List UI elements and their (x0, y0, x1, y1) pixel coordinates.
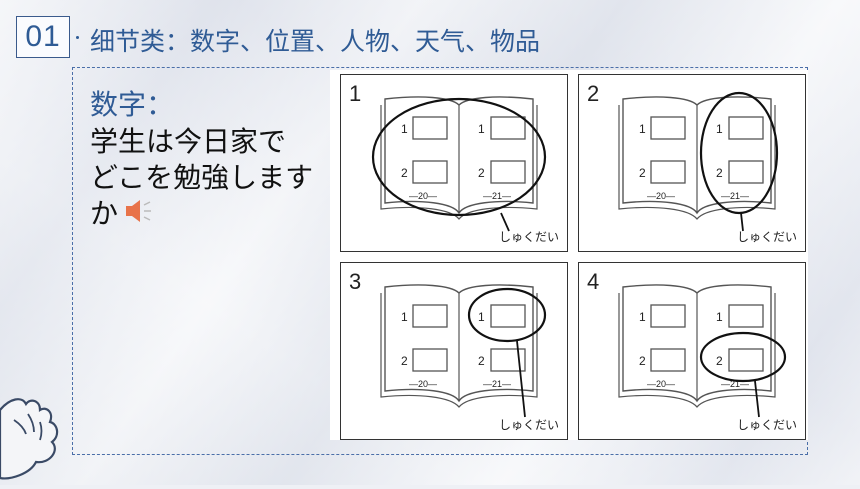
hand-illustration (0, 390, 80, 489)
question-number: 2 (478, 354, 485, 368)
page-number: —20— (409, 379, 437, 389)
question-number: 2 (716, 166, 723, 180)
page-number: —20— (647, 379, 675, 389)
question-box (412, 116, 448, 140)
page-number: —20— (647, 191, 675, 201)
pointer-line (740, 212, 744, 232)
page-number: —21— (483, 379, 511, 389)
option-number: 4 (587, 269, 599, 294)
question-box (650, 348, 686, 372)
subheading: 数字： (90, 88, 175, 121)
question-box (650, 116, 686, 140)
option-number: 3 (349, 269, 361, 294)
question-number: 2 (401, 166, 408, 180)
section-number-box: 01 (16, 16, 70, 58)
question-line-3: か (90, 196, 330, 233)
section-heading: 细节类：数字、位置、人物、天气、物品 (90, 27, 541, 56)
question-number: 2 (639, 354, 646, 368)
option-number: 2 (587, 81, 599, 106)
page-number: —21— (483, 191, 511, 201)
heading-dot (76, 36, 79, 39)
option-number: 1 (349, 81, 361, 106)
homework-label: しゅくだい (737, 418, 797, 432)
question-line-3-text: か (90, 197, 119, 230)
question-number: 2 (639, 166, 646, 180)
answer-circle (467, 287, 547, 343)
answer-option-4[interactable]: 4 1 2 1 2 —20— —21— しゅくだい (578, 262, 806, 440)
book-outline (622, 96, 772, 215)
question-box (412, 304, 448, 328)
page-number: —21— (721, 379, 749, 389)
answer-circle (371, 97, 547, 217)
question-line-2: どこを勉強します (90, 161, 314, 194)
pointer-line (754, 380, 760, 418)
question-box (490, 160, 526, 184)
workbook-drawing: 1 1 2 1 2 —20— —21— しゅくだい (349, 81, 559, 244)
book-outline (384, 284, 534, 403)
book-cover (380, 293, 538, 408)
page-number: —20— (409, 191, 437, 201)
book-outline (622, 284, 772, 403)
question-box (728, 116, 764, 140)
answer-option-3[interactable]: 3 1 2 1 2 —20— —21— しゅくだい (340, 262, 568, 440)
homework-label: しゅくだい (737, 230, 797, 244)
question-box (650, 304, 686, 328)
homework-label: しゅくだい (499, 230, 559, 244)
book-cover (618, 293, 776, 408)
question-number: 1 (478, 310, 485, 324)
question-box (412, 348, 448, 372)
answer-circle (699, 331, 787, 383)
question-line-1: 学生は今日家で (90, 125, 287, 158)
question-block: 数字： 学生は今日家で どこを勉強します か (90, 86, 330, 233)
question-box (728, 348, 764, 372)
question-box (728, 160, 764, 184)
question-number: 1 (639, 310, 646, 324)
question-number: 1 (716, 122, 723, 136)
book-cover (380, 105, 538, 220)
pointer-line (516, 340, 526, 418)
question-number: 2 (478, 166, 485, 180)
question-number: 2 (716, 354, 723, 368)
workbook-drawing: 3 1 2 1 2 —20— —21— しゅくだい (349, 269, 559, 432)
question-number: 2 (401, 354, 408, 368)
homework-label: しゅくだい (499, 418, 559, 432)
answer-option-2[interactable]: 2 1 2 1 2 —20— —21— しゅくだい (578, 74, 806, 252)
book-cover (618, 105, 776, 220)
question-box (650, 160, 686, 184)
question-box (490, 304, 526, 328)
pointer-line (500, 212, 510, 232)
question-box (728, 304, 764, 328)
answer-option-1[interactable]: 1 1 2 1 2 —20— —21— しゅくだい (340, 74, 568, 252)
question-number: 1 (401, 122, 408, 136)
question-box (490, 348, 526, 372)
section-number: 01 (25, 20, 61, 53)
speaker-icon[interactable] (124, 197, 154, 233)
page-number: —21— (721, 191, 749, 201)
workbook-drawing: 2 1 2 1 2 —20— —21— しゅくだい (587, 81, 797, 244)
question-box (412, 160, 448, 184)
question-number: 1 (478, 122, 485, 136)
question-number: 1 (401, 310, 408, 324)
question-box (490, 116, 526, 140)
workbook-drawing: 4 1 2 1 2 —20— —21— しゅくだい (587, 269, 797, 432)
answer-circle (699, 91, 779, 215)
question-number: 1 (639, 122, 646, 136)
question-number: 1 (716, 310, 723, 324)
